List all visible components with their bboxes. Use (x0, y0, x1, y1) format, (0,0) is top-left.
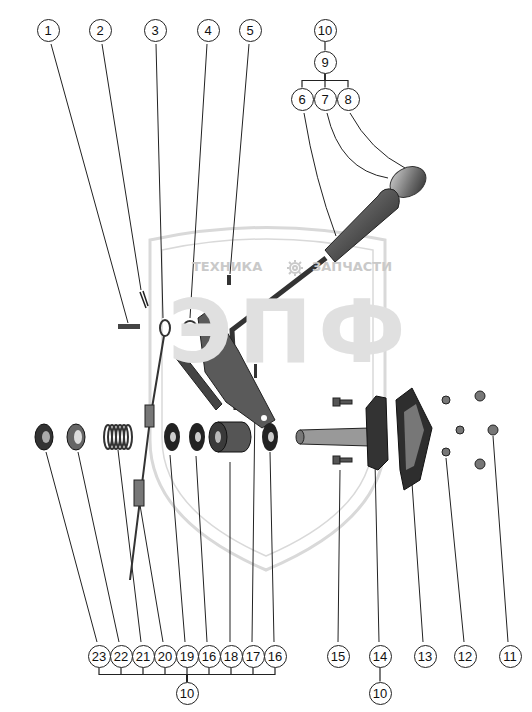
watermark-shield (150, 228, 385, 571)
callout-circle: 2 (89, 19, 112, 42)
spring (104, 425, 132, 449)
nut (35, 424, 53, 450)
callout-circle: 10 (176, 682, 199, 705)
callout-number: 17 (246, 650, 260, 663)
callout-circle: 3 (144, 19, 167, 42)
watermark-gear (287, 260, 303, 276)
callout-number: 14 (373, 650, 387, 663)
nuts (442, 391, 498, 469)
callout-number: 22 (114, 650, 128, 663)
callout-circle: 9 (314, 51, 337, 74)
callout-circle: 8 (337, 88, 360, 111)
callout-circle: 22 (110, 645, 133, 668)
callout-circle: 10 (314, 19, 337, 42)
washer (67, 424, 85, 450)
shaft-end (296, 430, 304, 444)
callout-number: 2 (96, 24, 103, 37)
nut-bore (42, 431, 50, 443)
callout-number: 12 (458, 650, 472, 663)
callout-circle: 13 (414, 645, 437, 668)
bushing-bore (215, 431, 221, 443)
callout-number: 20 (158, 650, 172, 663)
callout-circle: 21 (132, 645, 155, 668)
leader-lines (46, 44, 508, 642)
flange (366, 396, 388, 470)
callout-circle: 6 (291, 88, 314, 111)
hole (261, 415, 267, 421)
callout-number: 7 (321, 93, 328, 106)
callout-number: 19 (180, 650, 194, 663)
group-bracket (324, 42, 325, 51)
plate-window (404, 404, 424, 470)
washer (189, 423, 205, 451)
bolts (333, 398, 352, 464)
callout-number: 6 (298, 93, 305, 106)
pin (118, 324, 140, 329)
callout-circle: 17 (242, 645, 265, 668)
callout-circle: 7 (314, 88, 337, 111)
callout-number: 11 (503, 650, 517, 663)
cable-fitting (145, 405, 154, 427)
washer-bore (74, 430, 82, 444)
spring-coil (124, 425, 132, 449)
cable-fitting (134, 480, 144, 506)
callout-circle: 5 (239, 19, 262, 42)
callout-circle: 16 (264, 645, 287, 668)
bushing-end (209, 422, 227, 452)
callout-number: 5 (246, 24, 253, 37)
callout-circle: 18 (220, 645, 243, 668)
callout-circle: 1 (37, 19, 60, 42)
washer-bore (268, 432, 274, 442)
callout-number: 18 (224, 650, 238, 663)
callout-circle: 15 (327, 645, 350, 668)
handle-grip (325, 189, 399, 262)
group-bracket (379, 668, 380, 682)
callout-circle: 14 (369, 645, 392, 668)
callout-number: 16 (202, 650, 216, 663)
watermark-text: ТЕХНИКА (192, 259, 262, 274)
group-bracket (302, 74, 325, 88)
callout-circle: 11 (499, 645, 522, 668)
callout-circle: 20 (154, 645, 177, 668)
group-bracket (143, 668, 187, 682)
callout-circle: 16 (198, 645, 221, 668)
watermark-text: ЭПФ (168, 280, 412, 383)
washer (164, 423, 180, 451)
callout-circle: 10 (369, 682, 392, 705)
callout-circle: 12 (454, 645, 477, 668)
mounting-plate (396, 388, 432, 490)
callout-number: 4 (204, 24, 211, 37)
callout-number: 10 (373, 687, 387, 700)
cotter-pin (140, 291, 148, 308)
callout-number: 16 (268, 650, 282, 663)
callout-number: 8 (344, 93, 351, 106)
washer-bore (170, 432, 176, 442)
group-bracket (165, 668, 187, 682)
group-bracket (121, 668, 187, 682)
group-bracket (99, 668, 187, 682)
washer-bore (195, 432, 201, 442)
callout-number: 10 (180, 687, 194, 700)
callout-number: 1 (44, 24, 51, 37)
callout-number: 21 (136, 650, 150, 663)
callout-circle: 23 (88, 645, 111, 668)
group-bracket (325, 74, 348, 88)
shaft (300, 428, 370, 446)
cable (130, 336, 164, 580)
washer (262, 423, 278, 451)
group-bracket (187, 668, 275, 682)
callout-circle: 4 (197, 19, 220, 42)
callout-number: 9 (321, 56, 328, 69)
watermark-text: ЗАПЧАСТИ (312, 259, 392, 274)
callout-number: 3 (151, 24, 158, 37)
callout-number: 23 (92, 650, 106, 663)
callout-circle: 19 (176, 645, 199, 668)
callout-number: 10 (318, 24, 332, 37)
callout-number: 15 (331, 650, 345, 663)
callout-number: 13 (418, 650, 432, 663)
